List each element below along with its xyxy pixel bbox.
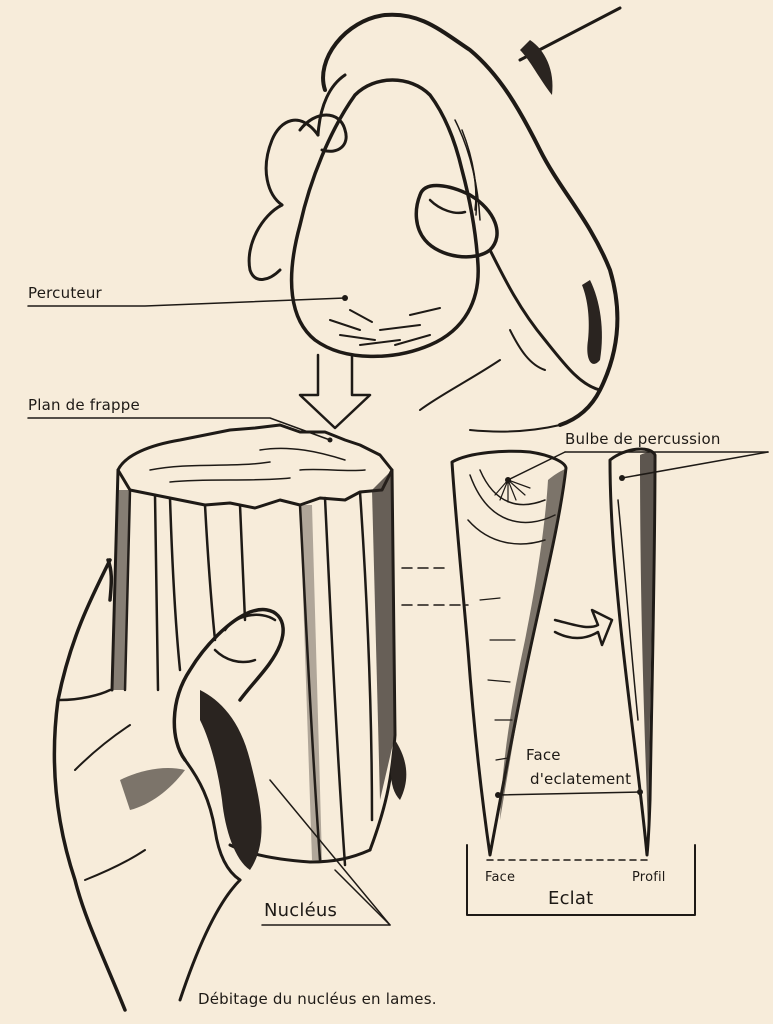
label-face: Face — [485, 870, 515, 885]
label-plan-de-frappe: Plan de frappe — [28, 396, 140, 414]
leader-lines — [28, 298, 768, 925]
label-nucleus: Nucléus — [264, 900, 337, 921]
label-face-eclatement-1: Face — [526, 746, 561, 764]
label-profil: Profil — [632, 870, 666, 885]
lower-hand — [54, 560, 406, 1010]
label-percuteur: Percuteur — [28, 284, 102, 302]
label-bulbe-de-percussion: Bulbe de percussion — [565, 430, 721, 448]
figure-caption: Débitage du nucléus en lames. — [198, 990, 437, 1008]
rotate-arrow — [555, 610, 612, 645]
strike-arrow — [300, 355, 370, 428]
projection-lines — [402, 568, 468, 605]
label-face-eclatement-2: d'eclatement — [530, 770, 631, 788]
eclat-profile-view — [610, 449, 655, 855]
label-eclat: Eclat — [548, 888, 593, 909]
upper-hand — [249, 8, 620, 432]
